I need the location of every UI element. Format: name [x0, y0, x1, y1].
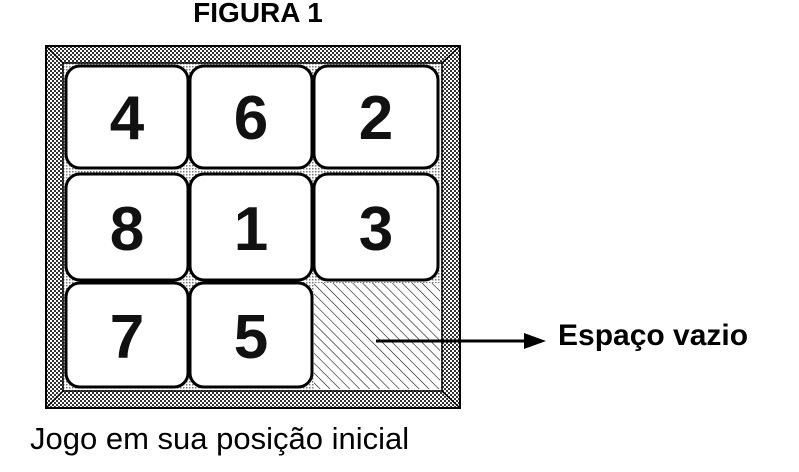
frame-bevel-bottom-right: [441, 390, 461, 409]
tile-number: 6: [233, 84, 269, 153]
tile-r2-c2[interactable]: [188, 172, 314, 282]
frame-bevel-top-right: [441, 45, 461, 64]
arrow-right-icon: [376, 333, 546, 349]
tile-r2-c1[interactable]: [64, 172, 190, 282]
tile-r1-c1[interactable]: [64, 64, 190, 170]
empty-space-label: Espaço vazio: [558, 319, 749, 352]
tile-r3-c2[interactable]: [188, 281, 314, 389]
tile-number: 7: [109, 303, 145, 372]
frame-bevel-bottom-left: [45, 390, 64, 409]
tile-number: 8: [109, 195, 145, 264]
tile-r1-c3[interactable]: [312, 64, 440, 170]
figure-title: FIGURA 1: [193, 0, 323, 28]
tile-number: 1: [233, 195, 269, 264]
frame-bevel-top-left: [45, 45, 64, 64]
tile-r3-c1[interactable]: [64, 281, 190, 389]
tile-number: 4: [109, 84, 145, 153]
tile-number: 3: [358, 195, 394, 264]
tile-number: 2: [358, 84, 394, 153]
tile-r1-c2[interactable]: [188, 64, 314, 170]
tile-r2-c3[interactable]: [312, 172, 440, 282]
figure-caption: Jogo em sua posição inicial: [30, 421, 410, 456]
empty-space: [314, 283, 440, 389]
tile-number: 5: [233, 303, 269, 372]
